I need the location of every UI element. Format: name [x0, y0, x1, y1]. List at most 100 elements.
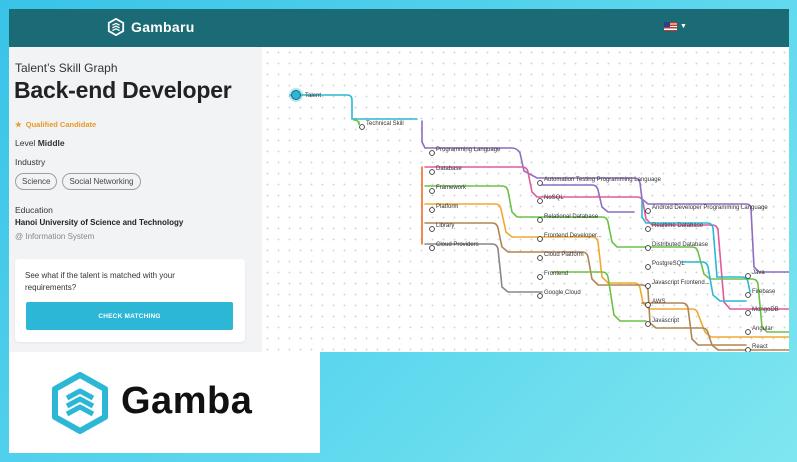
node-label: Android Developer Programming Language	[652, 205, 768, 211]
graph-node[interactable]	[537, 180, 543, 186]
node-label: AWS	[652, 299, 665, 305]
node-label: NoSQL	[544, 195, 564, 201]
graph-node[interactable]	[745, 347, 751, 352]
graph-node[interactable]	[537, 255, 543, 261]
graph-node[interactable]	[645, 264, 651, 270]
graph-node[interactable]	[537, 293, 543, 299]
node-label: Cloud Providers	[436, 242, 479, 248]
node-label: Javascript	[652, 318, 679, 324]
edge-technical-root	[353, 119, 360, 126]
level-row: Level Middle	[15, 138, 65, 148]
node-label: Google Cloud	[544, 290, 581, 296]
education-label: Education	[15, 205, 53, 215]
node-label: Angular	[752, 326, 773, 332]
education-major: @ Information System	[15, 232, 95, 241]
level-label: Level	[15, 138, 36, 148]
graph-node[interactable]	[645, 226, 651, 232]
edge-platform-path	[424, 203, 789, 338]
graph-node[interactable]	[429, 245, 435, 251]
graph-node[interactable]	[537, 274, 543, 280]
edge-frontend-path	[551, 271, 647, 322]
graph-node[interactable]	[645, 283, 651, 289]
graph-node[interactable]	[537, 236, 543, 242]
qualified-badge: ★ Qualified Candidate	[15, 120, 96, 129]
star-icon: ★	[15, 120, 22, 129]
language-selector[interactable]: ▼	[664, 22, 687, 31]
node-label: Technical Skill	[366, 121, 404, 127]
industry-chips: Science Social Networking	[15, 173, 141, 190]
graph-node[interactable]	[429, 169, 435, 175]
node-label: Database	[436, 166, 462, 172]
graph-node[interactable]	[645, 245, 651, 251]
node-label: Platform	[436, 204, 458, 210]
check-matching-button[interactable]: CHECK MATCHING	[26, 302, 233, 330]
graph-node[interactable]	[429, 226, 435, 232]
page-title: Back-end Developer	[14, 77, 232, 103]
graph-node[interactable]	[429, 207, 435, 213]
node-label: Cloud Platform	[544, 252, 584, 258]
match-prompt: See what if the talent is matched with y…	[25, 271, 175, 292]
graph-node[interactable]	[429, 150, 435, 156]
gamba-logo-icon	[52, 372, 108, 434]
qualified-label: Qualified Candidate	[25, 120, 97, 129]
industry-chip: Social Networking	[62, 173, 141, 190]
graph-node[interactable]	[745, 273, 751, 279]
graph-node[interactable]	[745, 329, 751, 335]
node-label: Library	[436, 223, 454, 229]
node-label: MongoDB	[752, 307, 779, 313]
edge-android-path	[641, 198, 718, 278]
edge-cloud-path	[424, 243, 543, 293]
edge-automation-path	[541, 184, 635, 213]
edge-framework-path	[424, 185, 789, 333]
node-label: Firebase	[752, 289, 776, 295]
graph-node[interactable]	[745, 310, 751, 316]
node-label: Javascript Frontend...	[652, 280, 710, 286]
education-school: Hanoi University of Science and Technolo…	[15, 218, 184, 227]
match-card: See what if the talent is matched with y…	[15, 259, 245, 342]
graph-node[interactable]	[745, 292, 751, 298]
node-label: Programming Language	[436, 147, 501, 153]
node-label: Distributed Database	[652, 242, 709, 248]
brand-footer: Gamba	[9, 352, 320, 453]
profile-panel: Talent’s Skill Graph Back-end Developer …	[9, 47, 262, 352]
graph-node[interactable]	[645, 208, 651, 214]
edge-programming-path	[421, 120, 789, 273]
gambaru-logo-icon	[107, 18, 125, 36]
graph-node[interactable]	[537, 217, 543, 223]
node-label: Frontend Developer...	[544, 233, 602, 239]
node-label: Frontend	[544, 271, 568, 277]
skill-graph[interactable]: Talent Technical Skill Programming Langu…	[262, 47, 789, 352]
brand-footer-name: Gamba	[121, 380, 253, 422]
chevron-down-icon: ▼	[680, 23, 687, 30]
edge-distributed-path	[681, 261, 747, 302]
level-value: Middle	[37, 138, 65, 148]
brand-logo[interactable]: Gambaru	[107, 18, 195, 36]
edge-firebase-path	[716, 276, 751, 293]
node-label: Framework	[436, 185, 467, 191]
page-subtitle: Talent’s Skill Graph	[15, 61, 118, 75]
industry-label: Industry	[15, 157, 46, 167]
industry-chip: Science	[15, 173, 58, 190]
graph-node[interactable]	[537, 198, 543, 204]
edge-talent-technical	[289, 94, 418, 120]
app-window: Gambaru ▼ Talent’s Skill Graph Back-end …	[9, 9, 789, 352]
edge-library-path	[424, 222, 789, 351]
node-label: Talent	[305, 93, 321, 99]
node-label: React	[752, 344, 768, 350]
graph-node[interactable]	[429, 188, 435, 194]
brand-name: Gambaru	[131, 19, 195, 35]
edge-javascript-path	[641, 302, 747, 346]
graph-node[interactable]	[359, 124, 365, 130]
graph-node[interactable]	[645, 302, 651, 308]
us-flag-icon	[664, 22, 677, 31]
top-navigation-bar: Gambaru ▼	[9, 9, 789, 47]
node-label: PostgreSQL	[652, 261, 685, 267]
skill-graph-canvas: Talent Technical Skill Programming Langu…	[289, 88, 789, 352]
node-label: Realtime Database	[652, 223, 704, 229]
graph-node[interactable]	[645, 321, 651, 327]
edge-database-path	[424, 166, 789, 310]
node-label: Java	[752, 270, 765, 276]
talent-node[interactable]	[291, 90, 301, 100]
node-label: Automation Testing Programming Language	[544, 177, 662, 183]
node-label: Relational Database	[544, 214, 599, 220]
